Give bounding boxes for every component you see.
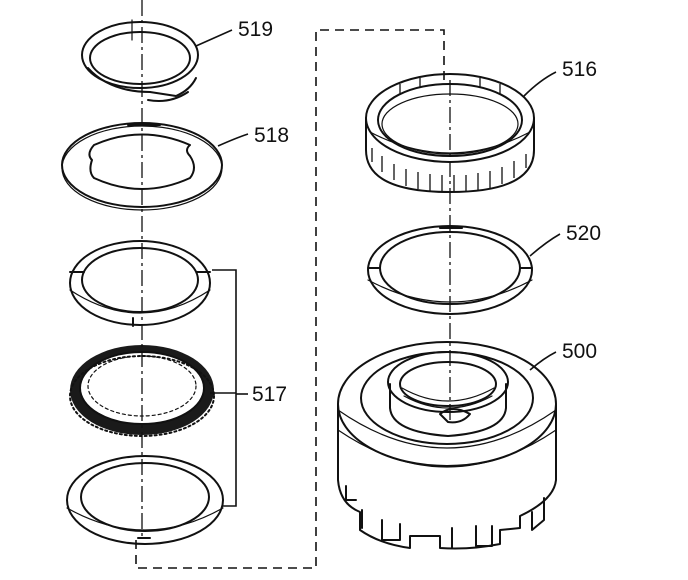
bearing-race-upper-517 — [69, 240, 211, 327]
callout-517: 517 — [252, 383, 287, 406]
bracket-517 — [210, 269, 237, 507]
bearing-race-lower-517 — [66, 455, 224, 545]
callout-516: 516 — [562, 58, 597, 81]
callout-519: 519 — [238, 18, 273, 41]
callout-500: 500 — [562, 340, 597, 363]
snap-ring-519 — [81, 19, 199, 102]
clutch-drum-500 — [337, 341, 557, 550]
leader-lines — [195, 29, 561, 395]
callout-520: 520 — [566, 222, 601, 245]
callout-518: 518 — [254, 124, 289, 147]
gear-teeth — [371, 78, 527, 192]
group-bracket — [135, 29, 445, 569]
